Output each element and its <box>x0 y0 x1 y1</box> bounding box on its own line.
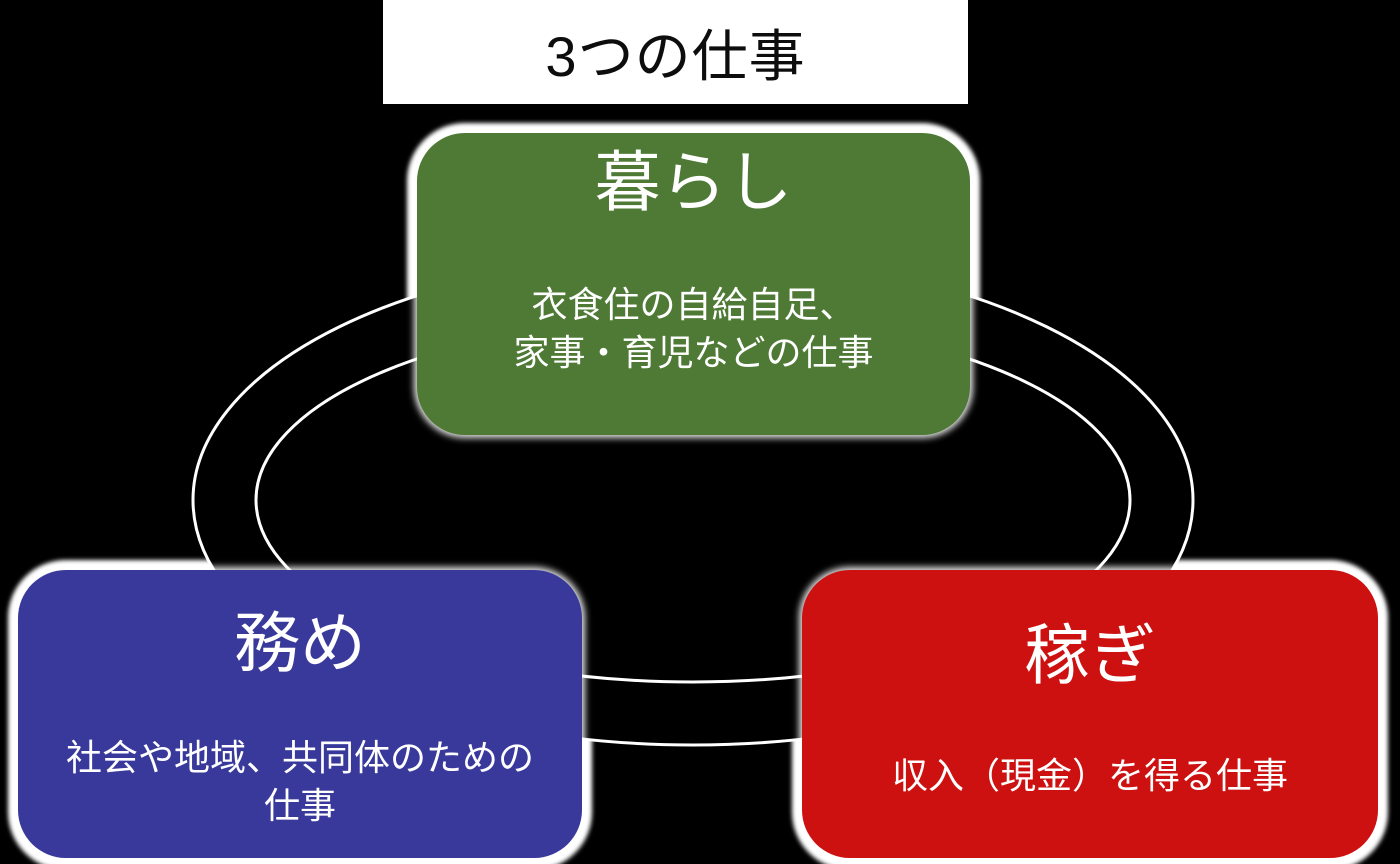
description-line: 社会や地域、共同体のための <box>65 736 534 778</box>
node-kurashi-description: 衣食住の自給自足、 家事・育児などの仕事 <box>513 281 873 377</box>
diagram-title: 3つの仕事 <box>545 24 806 88</box>
node-tsutome: 務め 社会や地域、共同体のための 仕事 <box>18 570 582 858</box>
node-kasegi-description: 収入（現金）を得る仕事 <box>892 752 1288 800</box>
node-kurashi: 暮らし 衣食住の自給自足、 家事・育児などの仕事 <box>417 133 970 435</box>
description-line: 収入（現金）を得る仕事 <box>891 754 1288 796</box>
node-kasegi: 稼ぎ 収入（現金）を得る仕事 <box>802 570 1378 858</box>
description-line: 衣食住の自給自足、 <box>531 283 856 325</box>
diagram-title-box: 3つの仕事 <box>383 0 968 104</box>
node-tsutome-description: 社会や地域、共同体のための 仕事 <box>66 734 534 830</box>
node-tsutome-title: 務め <box>234 606 366 680</box>
node-kasegi-title: 稼ぎ <box>1024 618 1156 692</box>
description-line: 仕事 <box>263 784 336 826</box>
node-kurashi-title: 暮らし <box>594 145 793 219</box>
description-line: 家事・育児などの仕事 <box>513 331 874 373</box>
